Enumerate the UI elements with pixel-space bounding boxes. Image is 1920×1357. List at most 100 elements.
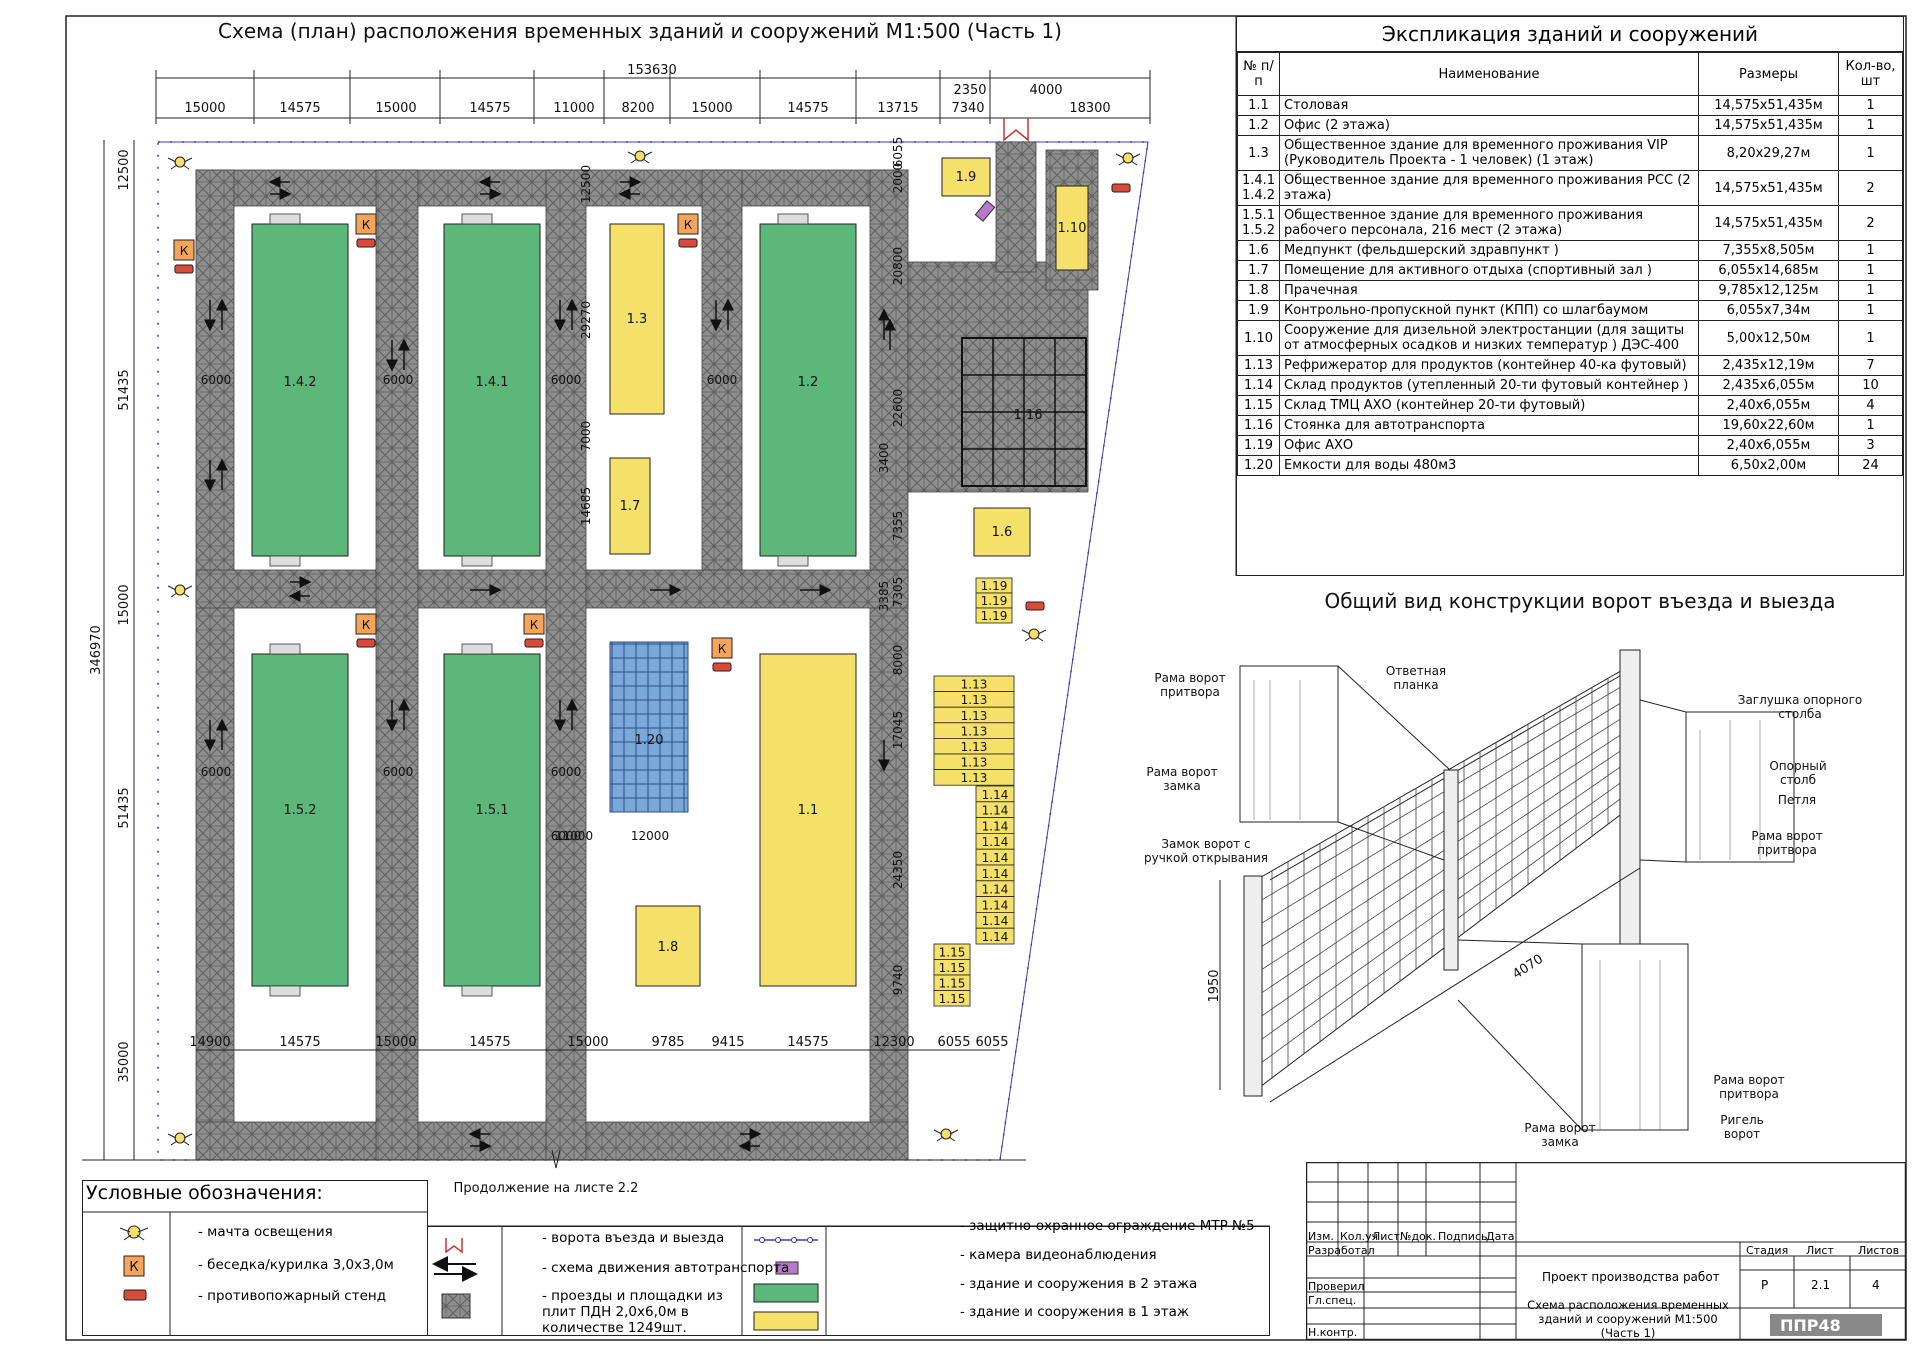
row-qty: 10 [1838,375,1903,396]
plan-title: Схема (план) расположения временных здан… [218,19,1062,43]
container-113-4: 1.13 [961,724,988,738]
stamp-sheets: 4 [1872,1278,1880,1292]
row-size: 5,00х12,50м [1698,320,1839,356]
row-qty: 1 [1838,135,1903,171]
stamp-row-developer: Разработал [1308,1244,1375,1257]
explication-grid: № п/п Наименование Размеры Кол-во, шт 1.… [1237,52,1903,476]
dim-inner-3: 6000 [551,373,582,387]
dim-bottom-11: 6055 [975,1035,1008,1050]
dim-inner-16: 6055 [891,137,905,168]
row-qty: 1 [1838,95,1903,116]
dim-bottom-9: 12300 [873,1035,914,1050]
dim-bottom-3: 15000 [375,1035,416,1050]
dim-inner-8: 6000 [551,829,582,843]
dim-inner-10: 7000 [579,421,593,452]
stamp-sheets-header: Листов [1858,1244,1900,1257]
explication-title: Экспликация зданий и сооружений [1237,17,1903,52]
col-number: № п/п [1237,52,1280,96]
two-floor-buildings [251,223,857,987]
row-size: 2,435х6,055м [1698,375,1839,396]
containers: 1.191.191.191.131.131.131.131.131.131.13… [933,577,1015,1007]
dim-top-9: 13715 [877,101,918,116]
dim-top-2: 14575 [279,101,320,116]
stamp-stage: Р [1761,1278,1769,1292]
legend-item-kiosk: - беседка/курилка 3,0х3,0м [198,1257,394,1273]
row-size: 6,50х2,00м [1698,455,1839,476]
container-119-3: 1.19 [981,609,1008,623]
dim-inner-23: 8000 [891,645,905,676]
legend-item-two-floor: - здание и сооружения в 2 этажа [960,1276,1198,1292]
row-number: 1.10 [1237,320,1280,356]
stamp-row-chief: Гл.спец. [1308,1294,1357,1307]
building-1-1: 1.1 [798,803,819,818]
row-number: 1.4.1 1.4.2 [1237,170,1280,206]
legend-item-one-floor: - здание и сооружения в 1 этаж [960,1304,1190,1320]
container-114-6: 1.14 [982,867,1009,881]
row-name: Офис АХО [1279,435,1699,456]
row-number: 1.16 [1237,415,1280,436]
row-number: 1.6 [1237,240,1280,261]
dim-left-3: 15000 [117,584,132,625]
roads [195,141,1099,1161]
building-rect-1-5-2 [251,653,349,987]
stamp-col-4: №док. [1400,1230,1436,1243]
dim-inner-9: 29270 [579,301,593,339]
row-qty: 7 [1838,355,1903,376]
legend: К Условные обозначения: - мачта освещени… [82,1180,1270,1336]
fire-stand-icon [678,238,698,248]
container-114-1: 1.14 [982,788,1009,802]
stamp-project: Проект производства работ [1542,1270,1720,1284]
dim-top-8: 14575 [787,101,828,116]
row-size: 6,055х14,685м [1698,260,1839,281]
building-1-9: 1.9 [956,170,977,185]
dim-top-5: 11000 [553,101,594,116]
row-number: 1.19 [1237,435,1280,456]
row-number: 1.2 [1237,115,1280,136]
container-115-1: 1.15 [939,946,966,960]
row-number: 1.8 [1237,280,1280,301]
dim-inner-15: 2000 [891,163,905,194]
dim-bottom-10: 6055 [937,1035,970,1050]
row-number: 1.9 [1237,300,1280,321]
building-1-20: 1.20 [635,733,664,748]
dim-total-top: 153630 [627,63,677,78]
container-115-3: 1.15 [939,977,966,991]
container-114-9: 1.14 [982,914,1009,928]
fire-stand-icon [1111,183,1131,193]
building-1-5-2: 1.5.2 [283,803,316,818]
legend-item-camera: - камера видеонаблюдения [960,1247,1157,1263]
legend-kiosk-letter: К [129,1260,138,1275]
dim-left-1: 12500 [117,149,132,190]
container-114-8: 1.14 [982,898,1009,912]
dim-inner-1: 6000 [201,373,232,387]
row-name: Склад ТМЦ АХО (контейнер 20-ти футовый) [1279,395,1699,416]
sheet-frame [65,15,1907,1341]
dim-inner-11: 14685 [579,487,593,525]
traffic-arrows [204,176,896,1152]
row-name: Столовая [1279,95,1699,116]
dim-top-extra-1: 2350 [953,83,986,98]
building-rect-1-5-1 [443,653,541,987]
fire-stand-icon [356,638,376,648]
row-size: 14,575х51,435м [1698,95,1839,116]
gate-label-7: Петля [1778,793,1816,807]
container-113-6: 1.13 [961,756,988,770]
dim-inner-21: 3385 [877,581,891,612]
gate-dim-height: 1950 [1207,969,1222,1002]
container-114-3: 1.14 [982,819,1009,833]
parking-grid [962,338,1086,486]
dim-inner-7: 6000 [551,765,582,779]
building-1-16: 1.16 [1014,408,1043,423]
row-size: 14,575х51,435м [1698,205,1839,241]
row-name: Стоянка для автотранспорта [1279,415,1699,436]
